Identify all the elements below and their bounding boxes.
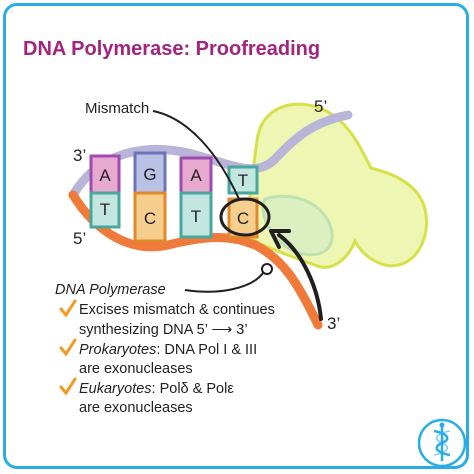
enzyme-label: DNA Polymerase xyxy=(55,282,166,298)
top-base-pair-column-1: A xyxy=(89,154,121,195)
bullet-2-rest: : DNA Pol I & III xyxy=(156,342,257,358)
bottom-right-end-label: 3’ xyxy=(327,314,340,333)
polymerase-pointer-dot xyxy=(261,263,273,275)
mismatch-leader-line xyxy=(152,110,240,200)
bottom-base-2: C xyxy=(144,209,156,228)
bottom-base-3: T xyxy=(191,207,201,226)
bottom-left-end-label: 5’ xyxy=(73,229,86,248)
bottom-strand-backbone xyxy=(68,190,323,330)
bullet-2-line-2: are exonucleases xyxy=(79,361,193,377)
top-base-1: A xyxy=(99,166,111,185)
bullet-3-italic: Eukaryotes xyxy=(79,381,152,397)
polymerase-enzyme-shape xyxy=(244,102,428,269)
check-icon xyxy=(59,338,77,357)
top-base-3: A xyxy=(190,166,202,185)
polymerase-leader-line xyxy=(184,272,264,293)
bullet-2-line-1: Prokaryotes: DNA Pol I & III xyxy=(79,342,257,358)
bullet-3-rest: : Polδ & Polε xyxy=(152,381,235,397)
bullet-item-1: Excises mismatch & continues synthesizin… xyxy=(59,299,275,338)
curved-arrow-icon xyxy=(269,229,323,321)
bullet-3-line-2: are exonucleases xyxy=(79,400,193,416)
top-left-end-label: 3’ xyxy=(73,146,86,165)
bullet-3-line-1: Eukaryotes: Polδ & Polε xyxy=(79,381,234,397)
check-icon xyxy=(59,299,77,318)
bottom-base-4: C xyxy=(237,209,249,228)
bullet-2-italic: Prokaryotes xyxy=(79,342,156,358)
bullet-item-3: Eukaryotes: Polδ & Polε are exonucleases xyxy=(59,377,234,416)
caduceus-logo-icon xyxy=(417,418,466,466)
bottom-base-pair-column-2: C xyxy=(133,191,167,243)
mismatch-label: Mismatch xyxy=(85,100,149,117)
top-base-pair-column-2: G xyxy=(133,151,167,195)
top-base-4: T xyxy=(238,171,248,190)
bullet-1-line-1: Excises mismatch & continues xyxy=(79,302,275,318)
mismatch-highlight-circle xyxy=(219,197,271,237)
bullet-1-line-2: synthesizing DNA 5’ ⟶ 3’ xyxy=(79,322,248,338)
bottom-base-1: T xyxy=(100,200,110,219)
top-base-pair-column-3: A xyxy=(179,156,213,195)
figure-frame: DNA Polymerase: Proofreading A G A T T C… xyxy=(3,3,469,469)
check-icon xyxy=(59,377,77,396)
diagram-canvas: DNA Polymerase: Proofreading A G A T T C… xyxy=(23,38,466,466)
top-right-end-label: 5’ xyxy=(314,97,327,116)
top-base-pair-column-4: T xyxy=(227,165,259,195)
figure-title: DNA Polymerase: Proofreading xyxy=(23,38,320,60)
bottom-base-pair-column-1: T xyxy=(89,191,121,229)
bottom-base-pair-column-3: T xyxy=(179,191,213,239)
top-base-2: G xyxy=(143,165,156,184)
bullet-item-2: Prokaryotes: DNA Pol I & III are exonucl… xyxy=(59,338,257,377)
